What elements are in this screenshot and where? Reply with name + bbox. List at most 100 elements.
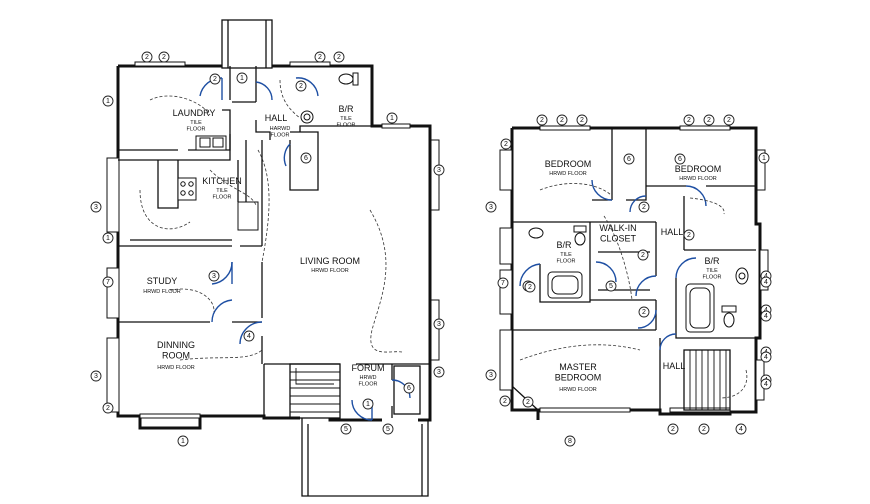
reference-bubble — [556, 114, 568, 126]
reference-bubble — [623, 153, 635, 165]
reference-bubble — [638, 306, 650, 318]
room-floor-master-bedroom: HRWD FLOOR — [559, 387, 597, 393]
reference-bubble-label: 2 — [504, 141, 508, 148]
reference-bubble — [314, 51, 326, 63]
reference-bubble — [158, 51, 170, 63]
reference-bubble-label: 1 — [106, 98, 110, 105]
reference-bubble — [208, 270, 220, 282]
reference-bubble — [177, 435, 189, 447]
reference-bubble — [698, 423, 710, 435]
room-label-hall-upper-1: HALL — [661, 227, 684, 237]
reference-bubble — [433, 366, 445, 378]
reference-bubble-label: 3 — [437, 369, 441, 376]
room-label-hall-upper-2: HALL — [663, 361, 686, 371]
reference-bubble-label: 2 — [560, 117, 564, 124]
reference-bubble — [340, 423, 352, 435]
reference-bubble — [760, 351, 772, 363]
reference-bubble-label: 4 — [764, 354, 768, 361]
reference-bubble-label: 2 — [641, 252, 645, 259]
reference-bubble-label: 4 — [764, 279, 768, 286]
reference-bubble — [499, 395, 511, 407]
reference-bubble-label: 2 — [540, 117, 544, 124]
reference-bubble-label: 7 — [106, 279, 110, 286]
reference-bubble-label: 2 — [528, 284, 532, 291]
reference-bubble-label: 4 — [764, 307, 768, 314]
reference-bubble — [209, 73, 221, 85]
upper-floor-plan — [499, 125, 769, 420]
reference-bubble — [500, 138, 512, 150]
reference-bubble-label: 3 — [212, 273, 216, 280]
ground-stairs — [289, 363, 341, 419]
room-label-laundry: LAUNDRY — [173, 108, 216, 118]
reference-bubble-label: 2 — [687, 232, 691, 239]
reference-bubble — [760, 378, 772, 390]
reference-bubble — [723, 114, 735, 126]
reference-bubble-label: 2 — [642, 204, 646, 211]
reference-bubble-label: 4 — [764, 273, 768, 280]
reference-bubble — [760, 310, 772, 322]
room-floor-bedroom-1: HRWD FLOOR — [549, 171, 587, 177]
room-floor-dinning: HRWD FLOOR — [157, 365, 195, 371]
reference-bubble — [637, 249, 649, 261]
reference-bubble-label: 6 — [678, 156, 682, 163]
room-label-study: STUDY — [147, 276, 178, 286]
reference-bubble-label: 1 — [366, 401, 370, 408]
reference-bubble — [433, 164, 445, 176]
room-label-hall-ground: HALL — [265, 113, 288, 123]
reference-bubble — [102, 276, 114, 288]
room-label-br-upper-1: B/R — [556, 240, 572, 250]
reference-bubble-label: 4 — [764, 381, 768, 388]
reference-bubble-label: 2 — [318, 54, 322, 61]
reference-bubble — [564, 435, 576, 447]
reference-bubble-label: 1 — [106, 235, 110, 242]
reference-bubble-label: 2 — [526, 399, 530, 406]
reference-bubble — [300, 152, 312, 164]
reference-bubble — [243, 330, 255, 342]
reference-bubble — [333, 51, 345, 63]
room-label-br-upper-2: B/R — [704, 256, 720, 266]
reference-bubble-label: 2 — [213, 76, 217, 83]
reference-bubble — [638, 201, 650, 213]
reference-bubble-label: 4 — [764, 313, 768, 320]
reference-bubble-label: 7 — [501, 280, 505, 287]
reference-bubble — [760, 276, 772, 288]
upper-stairs — [683, 349, 731, 411]
room-label-bedroom-1: BEDROOM — [545, 159, 592, 169]
reference-bubble — [236, 72, 248, 84]
reference-bubble-label: 2 — [299, 83, 303, 90]
reference-bubble-label: 2 — [707, 117, 711, 124]
room-floor-bedroom-2: HRWD FLOOR — [679, 176, 717, 182]
reference-bubble-label: 2 — [642, 309, 646, 316]
reference-bubble-label: 2 — [580, 117, 584, 124]
reference-bubble — [735, 423, 747, 435]
reference-bubble — [522, 396, 534, 408]
reference-bubble-label: 1 — [390, 115, 394, 122]
reference-bubble — [683, 114, 695, 126]
reference-bubble — [90, 370, 102, 382]
room-label-bedroom-2: BEDROOM — [675, 164, 722, 174]
room-floor-living: HRWD FLOOR — [311, 268, 349, 274]
reference-bubble-label: 5 — [344, 426, 348, 433]
reference-bubble-label: 2 — [702, 426, 706, 433]
reference-bubble-label: 2 — [106, 405, 110, 412]
reference-bubble — [667, 423, 679, 435]
reference-bubble — [536, 114, 548, 126]
reference-bubble — [758, 152, 770, 164]
reference-bubble — [382, 423, 394, 435]
reference-bubble — [485, 369, 497, 381]
reference-bubble-label: 2 — [145, 54, 149, 61]
rear-porch — [221, 19, 273, 69]
reference-bubble-label: 8 — [568, 438, 572, 445]
reference-bubble-label: 6 — [304, 155, 308, 162]
reference-bubble — [141, 51, 153, 63]
reference-bubble-label: 6 — [627, 156, 631, 163]
